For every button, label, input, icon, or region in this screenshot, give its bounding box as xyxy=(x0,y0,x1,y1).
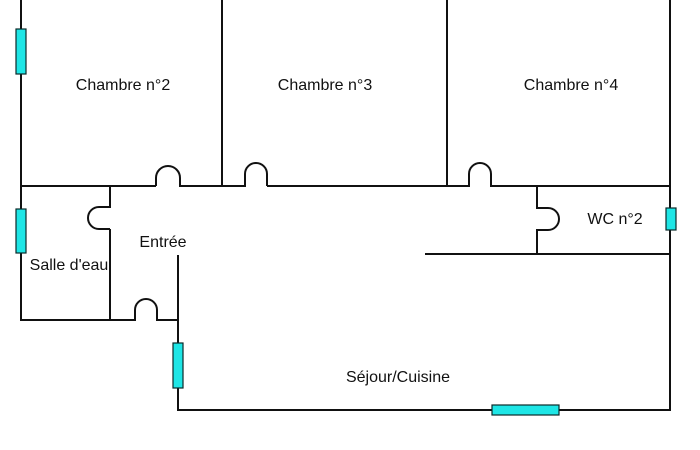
label-wc-2: WC n°2 xyxy=(587,211,642,228)
door-entree xyxy=(134,298,158,320)
windows xyxy=(15,28,677,416)
walls xyxy=(20,0,671,411)
window-salle-eau xyxy=(15,208,27,254)
label-salle-eau: Salle d'eau xyxy=(30,257,109,274)
window-entree xyxy=(172,342,184,389)
doors xyxy=(87,162,560,320)
label-chambre-2: Chambre n°2 xyxy=(76,77,171,94)
window-chambre-2 xyxy=(15,28,27,75)
room-labels: Chambre n°2 Chambre n°3 Chambre n°4 WC n… xyxy=(30,77,643,386)
door-chambre-3 xyxy=(244,162,268,186)
window-wc xyxy=(665,207,677,231)
door-salle-eau xyxy=(87,206,110,230)
door-chambre-4 xyxy=(468,162,492,186)
door-wc xyxy=(537,207,560,231)
label-chambre-4: Chambre n°4 xyxy=(524,77,619,94)
label-chambre-3: Chambre n°3 xyxy=(278,77,373,94)
window-sejour-bottom xyxy=(491,404,560,416)
label-entree: Entrée xyxy=(139,234,186,251)
door-chambre-2 xyxy=(155,165,181,186)
label-sejour-cuisine: Séjour/Cuisine xyxy=(346,369,450,386)
